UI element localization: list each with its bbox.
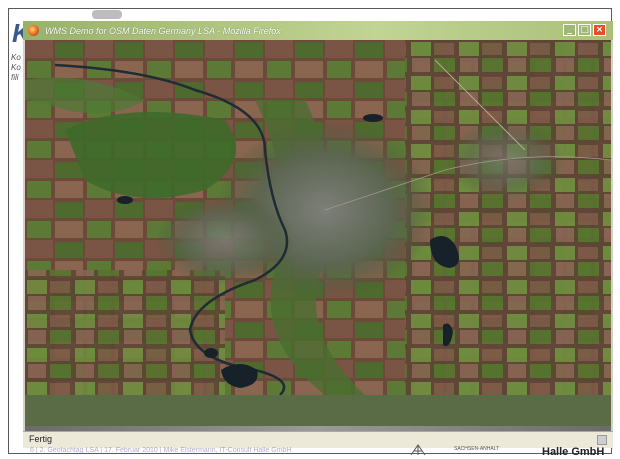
close-button[interactable]: × [593,24,606,36]
window-titlebar[interactable]: WMS Demo for OSM Daten Germany LSA - Moz… [23,21,613,40]
satellite-map [25,40,611,395]
status-text: Fertig [29,434,53,444]
map-canvas[interactable] [25,40,611,395]
slide-footer-sub: SACHSEN-ANHALT [454,446,500,452]
slide-footer-text: 6 | 2. Geofachtag LSA | 17. Februar 2010… [30,447,292,454]
status-resize-icon [597,435,607,445]
maximize-button[interactable]: □ [578,24,591,36]
company-brand: Halle GmbH [542,446,605,458]
status-bar: Fertig [23,431,613,448]
emblem-icon [410,444,426,456]
firefox-window: WMS Demo for OSM Daten Germany LSA - Moz… [23,21,613,448]
firefox-icon [28,25,39,36]
slide-top-tab [92,10,122,19]
minimize-button[interactable]: _ [563,24,576,36]
slide-side-text: Ko Ko fili [11,53,21,82]
background-strip [25,426,611,431]
window-title: WMS Demo for OSM Daten Germany LSA - Moz… [45,25,281,36]
map-bottom-band [25,395,611,428]
